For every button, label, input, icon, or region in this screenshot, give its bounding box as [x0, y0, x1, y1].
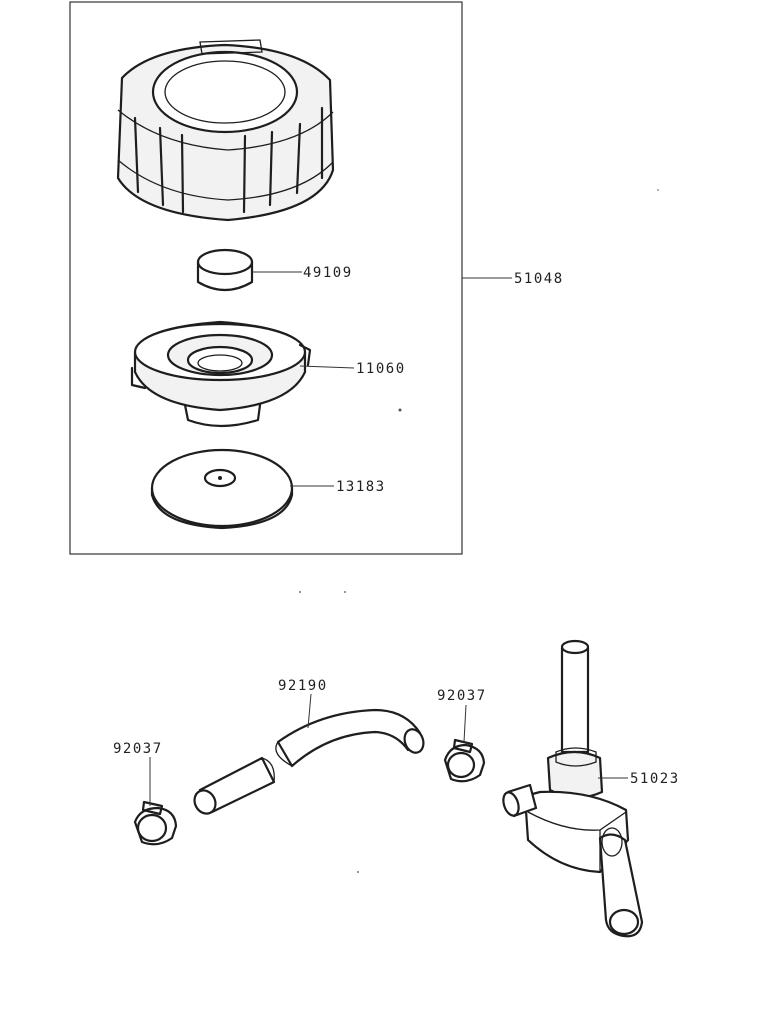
fuel-hose-shape — [193, 708, 425, 815]
gasket-small-shape — [196, 248, 254, 292]
hose-clamp-icon — [133, 800, 178, 846]
gasket-disc-shape — [150, 448, 294, 530]
label-gasket-disc: 13183 — [336, 479, 386, 495]
label-fuel-hose: 92190 — [278, 678, 328, 694]
hose-clamp-icon — [443, 738, 486, 783]
label-fuel-cock: 51023 — [630, 771, 680, 787]
fuel-cap-icon — [116, 39, 335, 222]
fuel-valve-icon — [502, 639, 644, 938]
label-clamp-left: 92037 — [113, 741, 163, 757]
label-cap-assembly: 51048 — [514, 271, 564, 287]
label-gasket-small: 49109 — [303, 265, 353, 281]
cap-seal-body-shape — [130, 320, 312, 428]
label-clamp-right: 92037 — [437, 688, 487, 704]
label-cap-seal-body: 11060 — [356, 361, 406, 377]
